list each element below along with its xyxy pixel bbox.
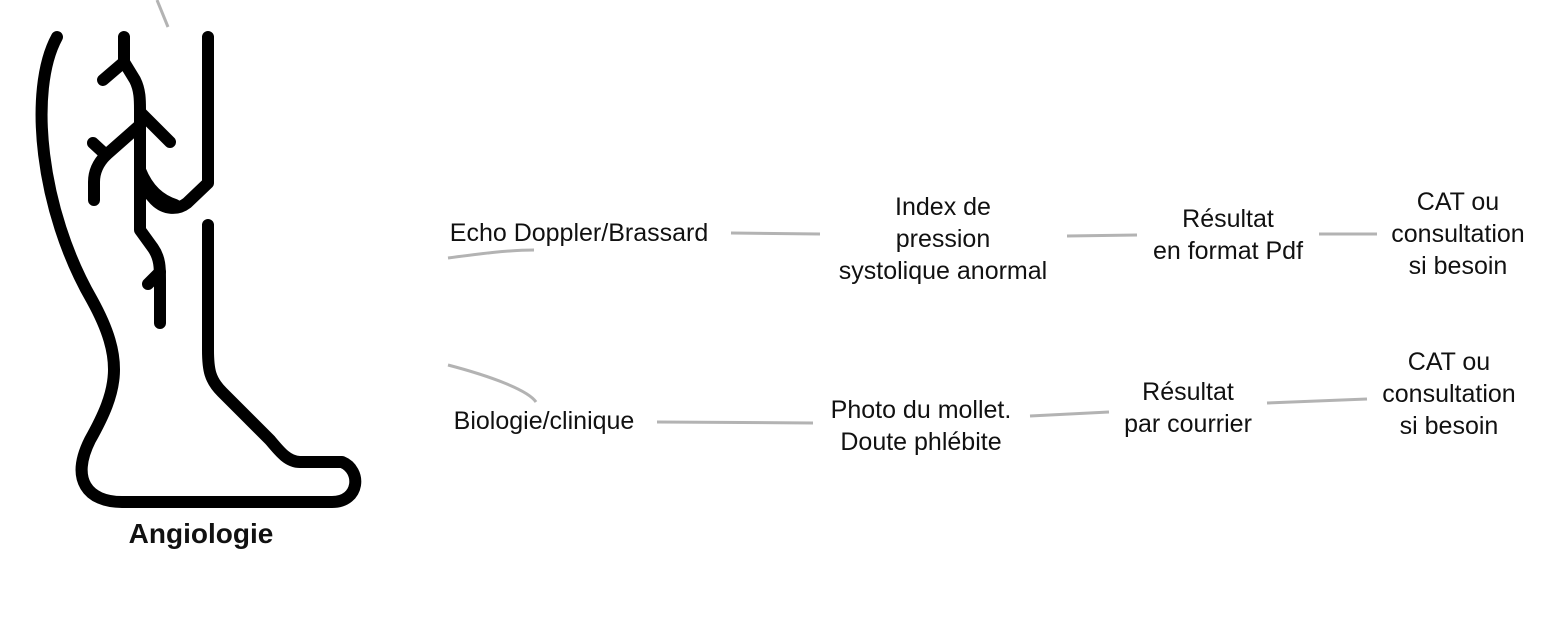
step-resultat-pdf: Résultat en format Pdf (1152, 205, 1304, 265)
step-photo-mollet: Photo du mollet. Doute phlébite (830, 396, 1012, 456)
vein-twig-lower (142, 266, 166, 290)
step-index-pression: Index de pression systolique anormal (838, 193, 1048, 285)
vein-branch-upper (97, 56, 130, 86)
connector-top (155, 0, 170, 28)
step-cat-consultation-1: CAT ou consultation si besoin (1391, 188, 1525, 280)
vein-branch-middle (88, 119, 146, 206)
step-cat-consultation-2: CAT ou consultation si besoin (1382, 348, 1516, 440)
connector-branch-2 (447, 363, 538, 403)
branch-biologie-clinique: Biologie/clinique (453, 407, 635, 435)
vein-branch-curve (134, 164, 181, 211)
vein-twig-left (87, 137, 112, 161)
connector-row1-a (730, 231, 821, 236)
connector-row2-b (1029, 410, 1110, 418)
vein-branch-right (134, 106, 176, 148)
leg-veins-icon (35, 31, 362, 508)
step-resultat-courrier: Résultat par courrier (1124, 378, 1252, 438)
connector-row2-c (1266, 397, 1368, 405)
branch-echo-doppler: Echo Doppler/Brassard (449, 219, 709, 247)
leg-outline-back (35, 31, 362, 508)
connector-row2-a (656, 420, 814, 425)
connector-branch-1 (447, 248, 535, 260)
section-title: Angiologie (128, 518, 274, 549)
connector-row1-b (1066, 233, 1138, 238)
